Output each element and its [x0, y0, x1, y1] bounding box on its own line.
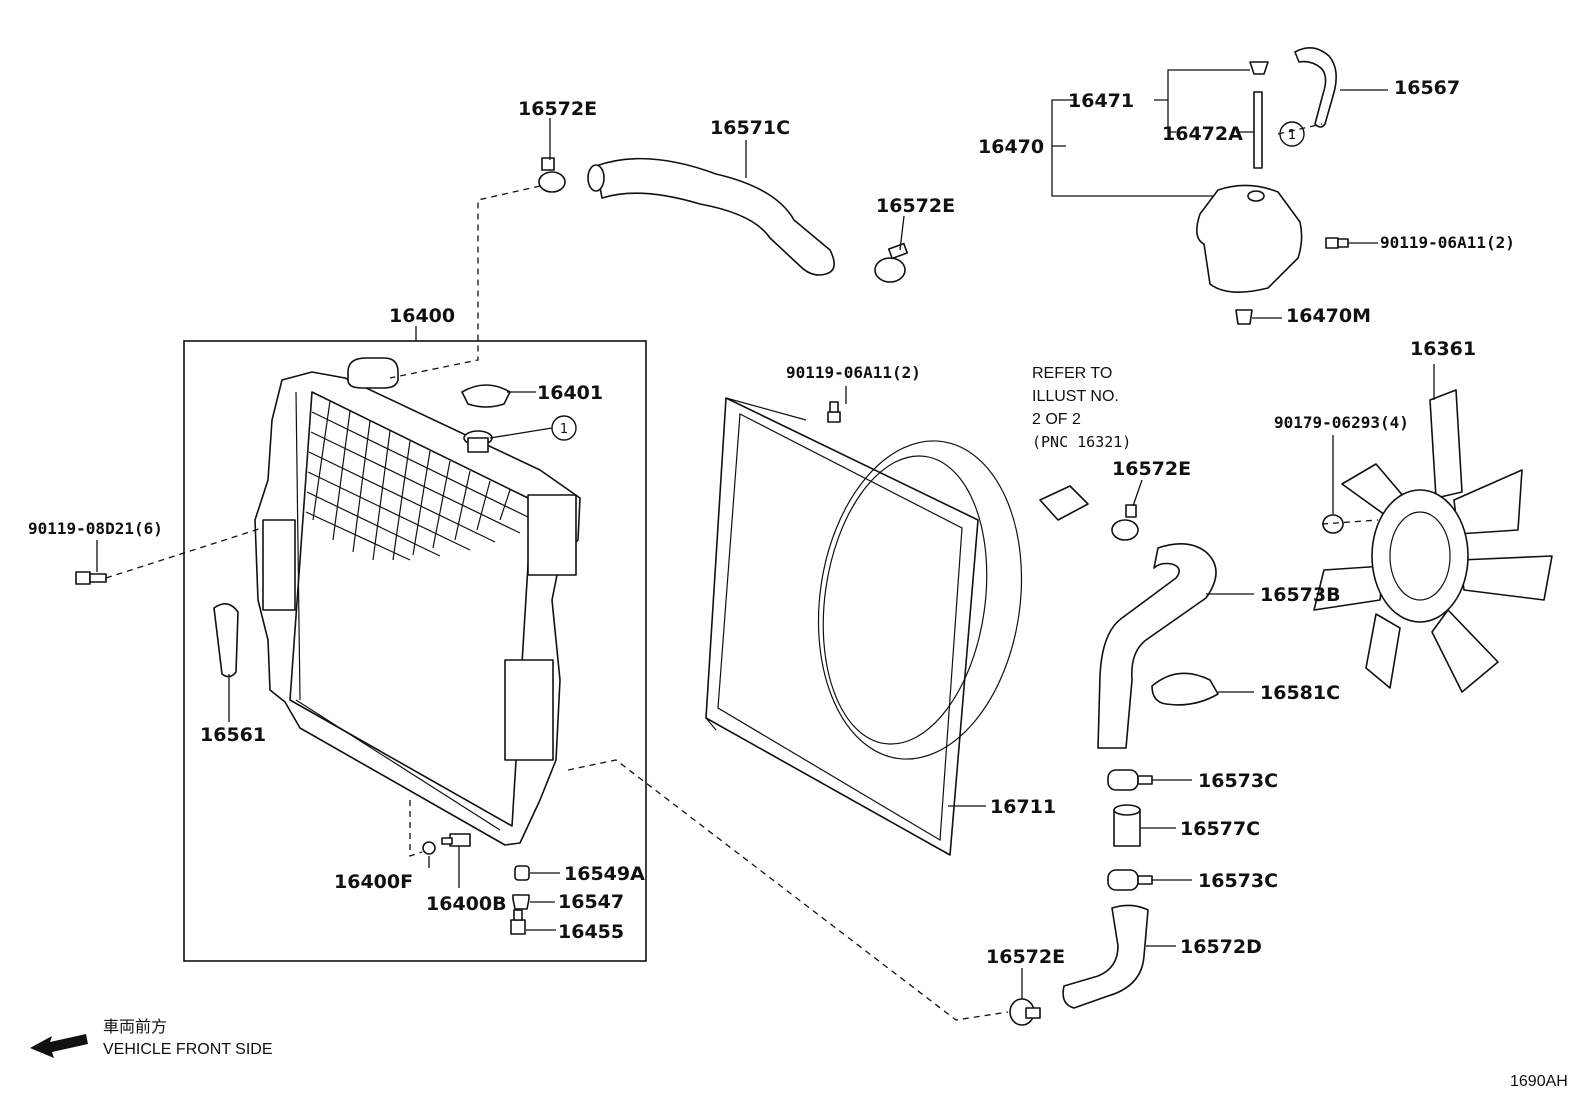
- label-16455: 16455: [558, 921, 624, 943]
- label-16472A: 16472A: [1162, 123, 1243, 145]
- lower-hose-16572D: [1062, 904, 1149, 1009]
- vehicle-front-indicator: 車両前方 VEHICLE FRONT SIDE: [30, 1018, 273, 1058]
- label-16567: 16567: [1394, 77, 1460, 99]
- cooling-fan: [1313, 389, 1553, 693]
- label-16577C: 16577C: [1180, 818, 1260, 840]
- clamp-16573C-b: [1107, 869, 1153, 891]
- pipe-16577C: [1113, 804, 1141, 847]
- reservoir-tube-16472A: [1253, 91, 1263, 169]
- figure-code: 1690AH: [1510, 1073, 1568, 1090]
- clamp-16572E-c: [1111, 504, 1139, 541]
- label-16400F: 16400F: [334, 871, 413, 893]
- front-arrow-icon: [30, 1034, 88, 1058]
- label-16573C-b: 16573C: [1198, 870, 1278, 892]
- radiator: [254, 357, 581, 846]
- label-16573C-a: 16573C: [1198, 770, 1278, 792]
- front-side-en: VEHICLE FRONT SIDE: [103, 1041, 273, 1058]
- label-16572E-a: 16572E: [518, 98, 597, 120]
- reservoir-tank: [1196, 184, 1303, 293]
- leader-lines: [96, 69, 1435, 999]
- label-16361: 16361: [1410, 338, 1476, 360]
- label-16400: 16400: [389, 305, 455, 327]
- label-16573B: 16573B: [1260, 584, 1341, 606]
- hose-pnc-16321-stub: [1039, 485, 1089, 521]
- drain-cock-16400B: [441, 833, 471, 847]
- label-90119-06A11-shroud: 90119-06A11(2): [786, 363, 921, 382]
- label-16581C: 16581C: [1260, 682, 1340, 704]
- bolt-90119-06A11-reservoir: [1325, 237, 1349, 249]
- refer-note: REFER TO ILLUST NO. 2 OF 2 (PNC 16321): [1032, 365, 1131, 451]
- clamp-16572E-b: [874, 242, 909, 283]
- radiator-cap: [461, 384, 511, 408]
- refer-note-line-4: (PNC 16321): [1032, 433, 1131, 451]
- label-16711: 16711: [990, 796, 1056, 818]
- label-16400B: 16400B: [426, 893, 507, 915]
- label-90119-06A11-reservoir: 90119-06A11(2): [1380, 233, 1515, 252]
- o-ring-16400F: [422, 841, 436, 855]
- water-outlet-16581C: [1151, 672, 1219, 706]
- label-16470M: 16470M: [1286, 305, 1371, 327]
- clamp-16573C-a: [1107, 769, 1153, 791]
- label-16549A: 16549A: [564, 863, 645, 885]
- circle-ref-1-reservoir-text: 1: [1288, 128, 1296, 143]
- bolt-90119-08D21: [75, 571, 107, 585]
- refer-note-line-1: REFER TO: [1032, 365, 1112, 382]
- grommet-16470M: [1235, 309, 1253, 325]
- label-16572E-d: 16572E: [986, 946, 1065, 968]
- label-16561: 16561: [200, 724, 266, 746]
- clamp-16572E-a: [538, 157, 566, 193]
- dashed-connection-lines: [105, 123, 1379, 1021]
- reservoir-cap-16471: [1249, 61, 1269, 75]
- label-16471: 16471: [1068, 90, 1134, 112]
- refer-note-line-3: 2 OF 2: [1032, 411, 1081, 428]
- bolt-90119-06A11-shroud: [827, 401, 841, 423]
- label-90119-08D21: 90119-08D21(6): [28, 519, 163, 538]
- upper-hose: [595, 157, 835, 276]
- label-16401: 16401: [537, 382, 603, 404]
- radiator-assembly-frame: [183, 340, 647, 962]
- label-16547: 16547: [558, 891, 624, 913]
- overflow-hose-16567: [1294, 47, 1337, 128]
- label-16572E-b: 16572E: [876, 195, 955, 217]
- bolt-16455: [510, 909, 526, 935]
- clamp-16572E-d: [1009, 998, 1041, 1026]
- radiator-hose-16573B: [1097, 543, 1217, 749]
- circle-ref-1-radiator-text: 1: [560, 422, 568, 437]
- label-16572D: 16572D: [1180, 936, 1262, 958]
- label-90179-06293: 90179-06293(4): [1274, 413, 1409, 432]
- fan-shroud: [705, 397, 1023, 856]
- radiator-bracket: [213, 603, 239, 678]
- label-16571C: 16571C: [710, 117, 790, 139]
- grommet-16547: [512, 894, 530, 910]
- front-side-jp: 車両前方: [103, 1018, 167, 1036]
- label-16470: 16470: [978, 136, 1044, 158]
- label-16572E-c: 16572E: [1112, 458, 1191, 480]
- plug-16549A: [514, 865, 530, 881]
- refer-note-line-2: ILLUST NO.: [1032, 388, 1119, 405]
